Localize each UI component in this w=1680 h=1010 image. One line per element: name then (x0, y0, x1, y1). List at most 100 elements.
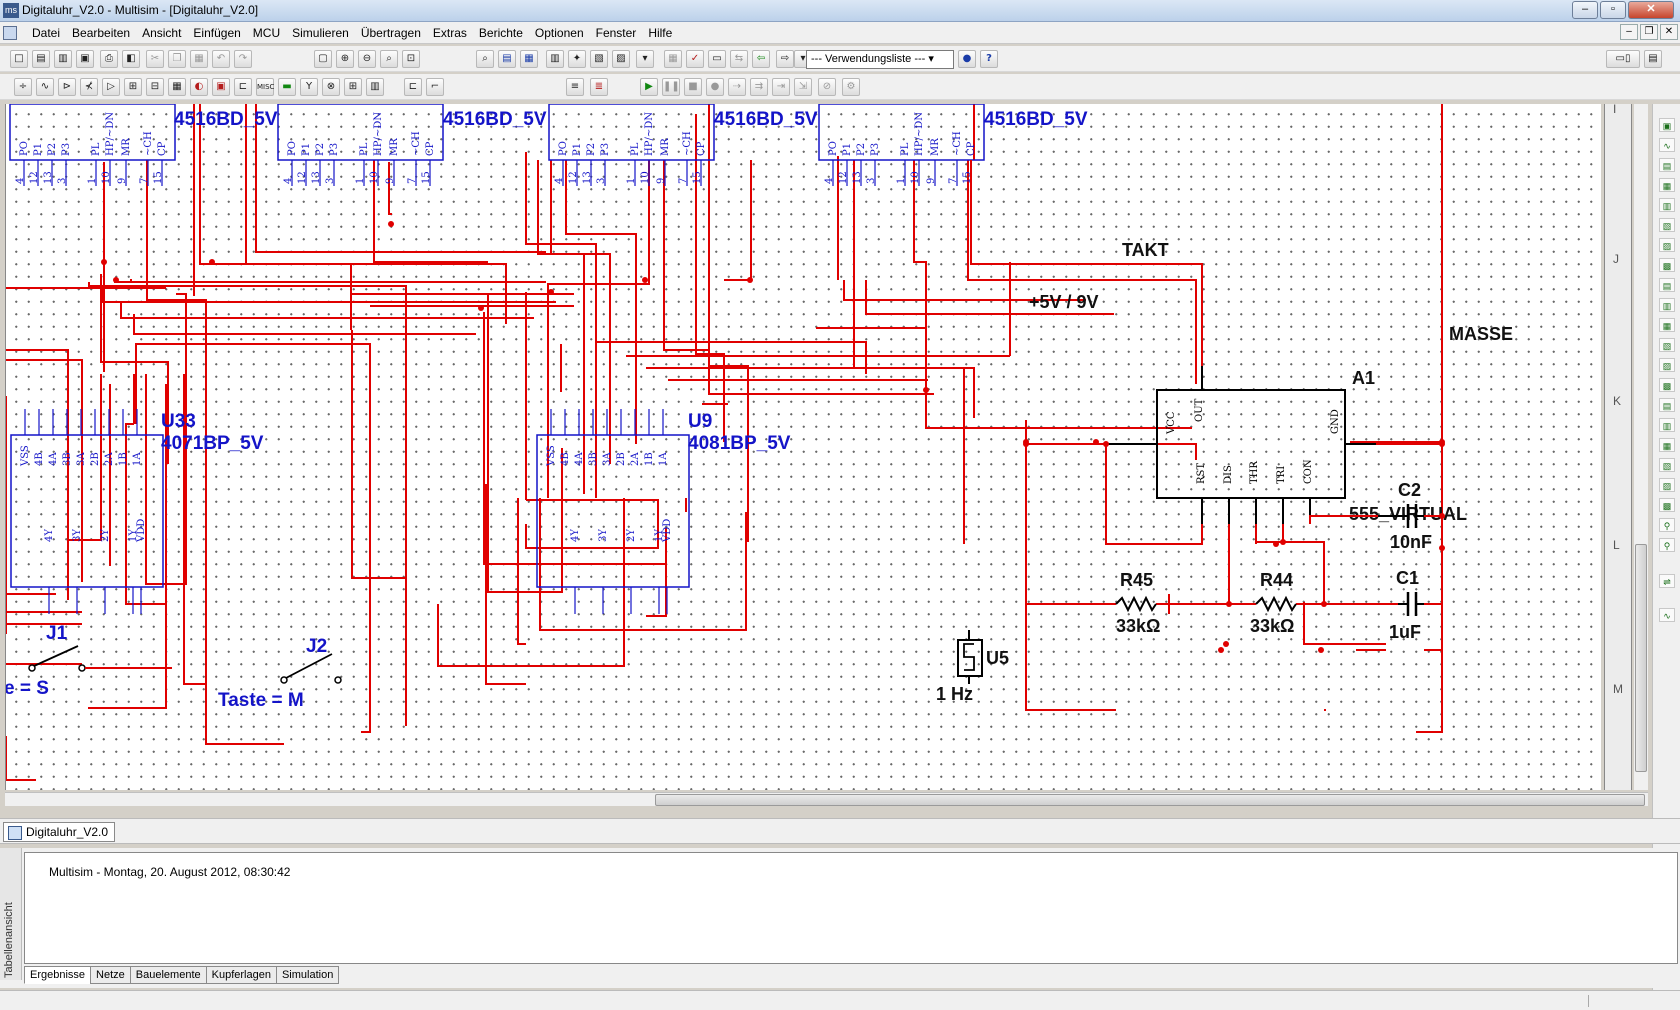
menu-uebertragen[interactable]: Übertragen (360, 26, 421, 40)
print-icon[interactable]: ⎙ (100, 50, 118, 68)
copy-icon[interactable]: ❐ (168, 50, 186, 68)
zoom-area-icon[interactable]: ⌕ (380, 50, 398, 68)
usage-list-select[interactable]: --- Verwendungsliste --- ▾ (806, 50, 954, 69)
database-icon[interactable]: ▥ (546, 50, 564, 68)
measurement-probe-icon[interactable]: ⚲ (1659, 518, 1675, 532)
education-web-icon[interactable]: ● (958, 50, 976, 68)
mdi-restore-button[interactable]: ❐ (1640, 24, 1658, 40)
maximize-button[interactable]: ▫ (1600, 1, 1626, 19)
component-wizard-icon[interactable]: ✦ (568, 50, 586, 68)
tektronix-oscilloscope-icon[interactable]: ▧ (1659, 458, 1675, 472)
iv-analyzer-icon[interactable]: ▦ (1659, 318, 1675, 332)
chip-u33[interactable]: U33 4071BP_5V (10, 411, 264, 588)
menu-bearbeiten[interactable]: Bearbeiten (72, 26, 131, 40)
function-generator-icon[interactable]: ∿ (1659, 138, 1675, 152)
minimize-button[interactable]: – (1572, 1, 1598, 19)
agilent-oscilloscope-icon[interactable]: ▦ (1659, 438, 1675, 452)
document-tab[interactable]: Digitaluhr_V2.0 (3, 822, 116, 842)
mdi-close-button[interactable]: ✕ (1660, 24, 1678, 40)
ac-current-probe-icon[interactable]: ∿ (1659, 608, 1675, 622)
zoom-fit-icon[interactable]: ⊡ (402, 50, 420, 68)
rf-icon[interactable]: Y (300, 78, 318, 96)
bus-icon[interactable]: ⊏ (404, 78, 422, 96)
network-analyzer-icon[interactable]: ▩ (1659, 378, 1675, 392)
tab-netze[interactable]: Netze (90, 966, 131, 984)
tab-simulation[interactable]: Simulation (275, 966, 340, 984)
zoom-out-icon[interactable]: ⊖ (358, 50, 376, 68)
four-channel-oscilloscope-icon[interactable]: ▥ (1659, 198, 1675, 212)
power-component-icon[interactable]: ⊏ (234, 78, 252, 96)
search-icon[interactable]: ⌕ (476, 50, 494, 68)
menu-fenster[interactable]: Fenster (595, 26, 637, 40)
simulation-settings-icon[interactable]: ⚙ (842, 78, 860, 96)
menu-ansicht[interactable]: Ansicht (142, 26, 182, 40)
simulation-toggle-icon[interactable]: ≣ (590, 78, 608, 96)
oscilloscope-icon[interactable]: ▦ (1659, 178, 1675, 192)
logic-analyzer-icon[interactable]: ▤ (1659, 278, 1675, 292)
source-icon[interactable]: ÷ (14, 78, 32, 96)
frequency-counter-icon[interactable]: ▨ (1659, 238, 1675, 252)
full-screen-icon[interactable]: ▢ (314, 50, 332, 68)
results-log[interactable]: Multisim - Montag, 20. August 2012, 08:3… (24, 852, 1678, 964)
design-toolbox-icon[interactable]: ▤ (498, 50, 516, 68)
menu-mcu[interactable]: MCU (252, 26, 281, 40)
clock-source-u5[interactable]: U5 1 Hz (936, 630, 1009, 704)
horizontal-scroll-thumb[interactable] (655, 794, 1645, 806)
breakpoint-icon[interactable]: ⇲ (794, 78, 812, 96)
postprocessor-dropdown-icon[interactable]: ▾ (636, 50, 654, 68)
toolbar-options-icon[interactable]: ▤ (1644, 50, 1662, 68)
menu-simulieren[interactable]: Simulieren (292, 26, 349, 40)
open-design-icon[interactable]: ▥ (54, 50, 72, 68)
resistor-r44[interactable]: R44 33kΩ (1250, 570, 1297, 636)
stop-simulation-icon[interactable]: ■ (684, 78, 702, 96)
switch-j2[interactable]: J2 Taste = M (218, 636, 342, 711)
menu-einfuegen[interactable]: Einfügen (193, 26, 241, 40)
labview-instrument-icon[interactable]: ▨ (1659, 478, 1675, 492)
counter-chip-2[interactable]: 4516BD_5V (277, 104, 547, 161)
ni-elvis-icon[interactable]: ▩ (1659, 498, 1675, 512)
cmos-icon[interactable]: ⊟ (146, 78, 164, 96)
capacitor-c2[interactable]: C2 10nF (1378, 480, 1432, 552)
misc-digital-icon[interactable]: ▦ (168, 78, 186, 96)
erc-clear-icon[interactable]: ✓ (686, 50, 704, 68)
logic-converter-icon[interactable]: ▥ (1659, 298, 1675, 312)
pause-simulation-icon[interactable]: ❚❚ (662, 78, 680, 96)
wattmeter-icon[interactable]: ▤ (1659, 158, 1675, 172)
counter-chip-1[interactable]: 4516BD_5V (9, 104, 278, 161)
select-area-icon[interactable]: ▭ (708, 50, 726, 68)
hierarchical-block-icon[interactable]: ▥ (366, 78, 384, 96)
tab-bauelemente[interactable]: Bauelemente (129, 966, 207, 984)
connector-icon[interactable]: ⌐ (426, 78, 444, 96)
agilent-generator-icon[interactable]: ▤ (1659, 398, 1675, 412)
step-icon[interactable]: ⇢ (728, 78, 746, 96)
spreadsheet-icon[interactable]: ▦ (520, 50, 538, 68)
simulation-list-icon[interactable]: ≡ (566, 78, 584, 96)
mcu-icon[interactable]: ⊞ (344, 78, 362, 96)
grapher-icon[interactable]: ▧ (590, 50, 608, 68)
vertical-scrollbar[interactable] (1634, 104, 1648, 790)
menu-datei[interactable]: Datei (32, 26, 61, 40)
resistor-r45[interactable]: R45 33kΩ (1115, 570, 1160, 636)
menu-optionen[interactable]: Optionen (534, 26, 584, 40)
counter-chip-4[interactable]: 4516BD_5V (818, 104, 1088, 161)
probe-settings-icon[interactable]: ⇌ (1659, 574, 1675, 588)
new-file-icon[interactable]: □ (10, 50, 28, 68)
undo-icon[interactable]: ↶ (212, 50, 230, 68)
redo-icon[interactable]: ↷ (234, 50, 252, 68)
tab-ergebnisse[interactable]: Ergebnisse (24, 966, 92, 984)
zoom-in-icon[interactable]: ⊕ (336, 50, 354, 68)
save-icon[interactable]: ▣ (76, 50, 94, 68)
distortion-analyzer-icon[interactable]: ▧ (1659, 338, 1675, 352)
peripherals-icon[interactable]: ▬ (278, 78, 296, 96)
step-out-icon[interactable]: ⇥ (772, 78, 790, 96)
current-probe-icon[interactable]: ⚲ (1659, 538, 1675, 552)
cut-icon[interactable]: ✂ (146, 50, 164, 68)
step-over-icon[interactable]: ⇉ (750, 78, 768, 96)
probe-icon[interactable]: ● (706, 78, 724, 96)
timer-a1[interactable]: A1 555_VIRTUAL VCC OUT GND RST DIS THR T… (1106, 366, 1467, 524)
transfer-icon[interactable]: ⇆ (730, 50, 748, 68)
paste-icon[interactable]: ▦ (190, 50, 208, 68)
misc-icon[interactable]: MISC (256, 78, 274, 96)
mixed-icon[interactable]: ◐ (190, 78, 208, 96)
electromechanical-icon[interactable]: ⊗ (322, 78, 340, 96)
